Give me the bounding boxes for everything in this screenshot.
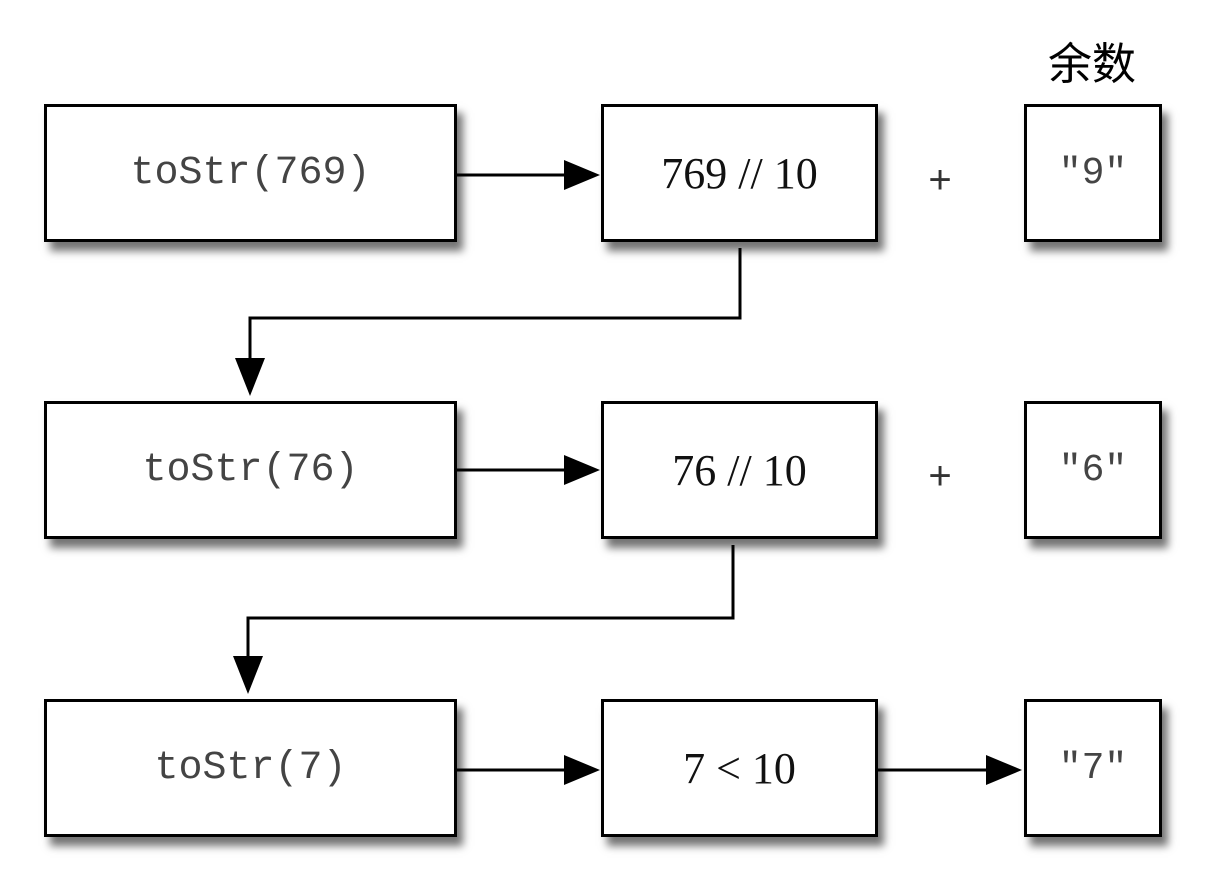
remainder-header: 余数 (1048, 39, 1136, 90)
operation-label-2: 76 // 10 (672, 445, 807, 495)
call-label-2: toStr(76) (142, 447, 359, 493)
arrowhead-1a (564, 160, 600, 190)
call-box-1: toStr(769) (44, 104, 457, 242)
operation-box-3: 7 < 10 (601, 699, 878, 837)
remainder-box-3: "7" (1024, 699, 1162, 837)
remainder-box-2: "6" (1024, 401, 1162, 539)
call-box-2: toStr(76) (44, 401, 457, 539)
remainder-label-3: "7" (1058, 746, 1128, 790)
call-box-3: toStr(7) (44, 699, 457, 837)
plus-sign-1: + (928, 158, 952, 202)
operation-box-1: 769 // 10 (601, 104, 878, 242)
remainder-label-1: "9" (1058, 151, 1128, 195)
arrowhead-elbow-1 (235, 358, 265, 396)
operation-box-2: 76 // 10 (601, 401, 878, 539)
arrowhead-elbow-2 (233, 656, 263, 694)
arrowhead-3b (986, 755, 1022, 785)
operation-label-3: 7 < 10 (683, 743, 796, 793)
arrowhead-2a (564, 455, 600, 485)
elbow-op2-to-call3 (246, 545, 735, 660)
call-label-1: toStr(769) (130, 150, 371, 196)
call-label-3: toStr(7) (154, 745, 347, 791)
remainder-label-2: "6" (1058, 448, 1128, 492)
elbow-op1-to-call2 (248, 248, 742, 362)
arrowhead-3a (564, 755, 600, 785)
plus-sign-2: + (928, 454, 952, 498)
operation-label-1: 769 // 10 (661, 148, 818, 198)
remainder-box-1: "9" (1024, 104, 1162, 242)
